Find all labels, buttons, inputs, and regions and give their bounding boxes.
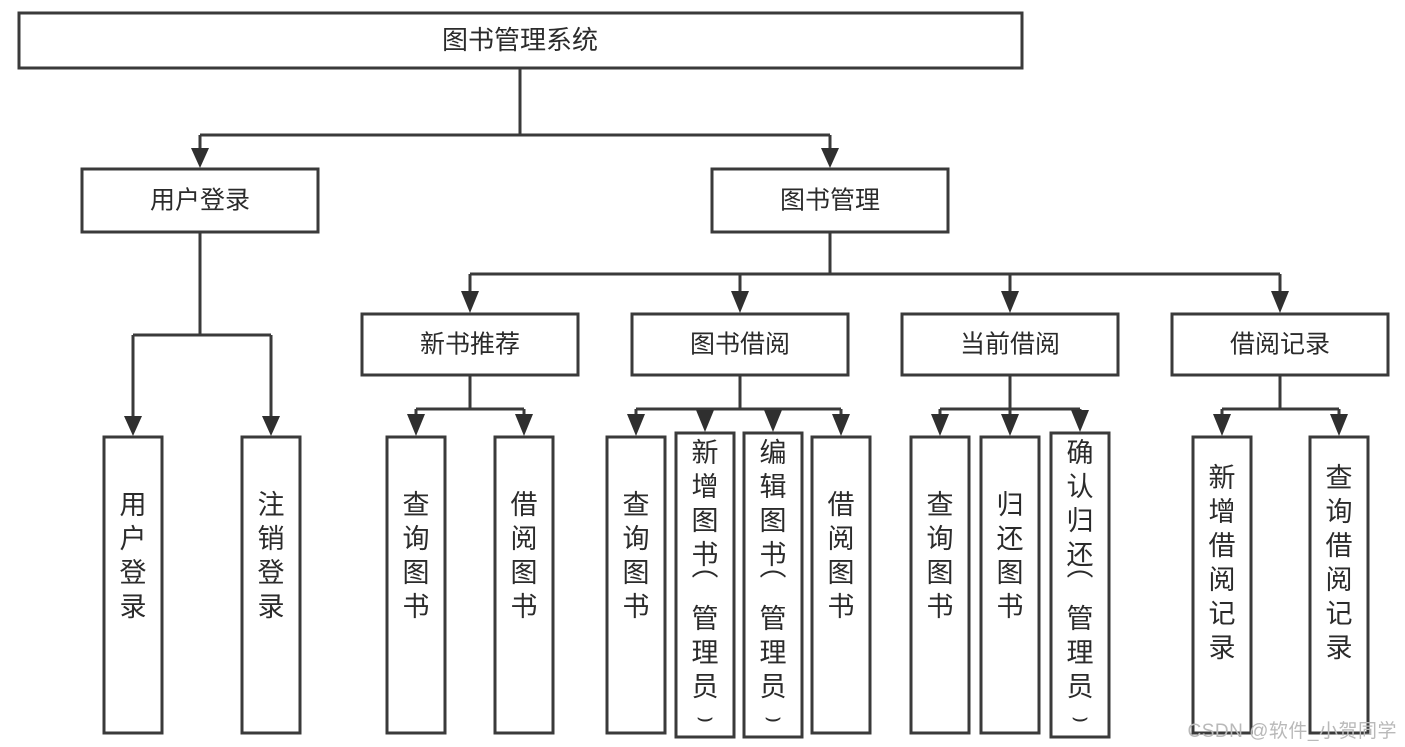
node-root-box[interactable] [17, 11, 1024, 70]
leaf-current-borrow-query-box[interactable] [909, 435, 971, 735]
leaf-new-book-query-label: 查询图书 [403, 490, 430, 622]
arrowhead-currentborrow-leaf2 [1001, 414, 1019, 436]
leaf-book-borrow-borrow[interactable]: 借阅图书 [810, 435, 872, 735]
arrowhead-leaf-logout [262, 416, 280, 436]
arrowhead-borrowrecords-leaf1 [1213, 414, 1231, 436]
leaf-user-login-login[interactable]: 用户登录 [102, 435, 164, 735]
leaf-book-borrow-add-label: 新增图书⌒管理员⌣ [692, 438, 719, 732]
arrowhead-borrow-records [1271, 291, 1289, 313]
node-book-management-box[interactable] [710, 167, 950, 234]
leaf-new-book-borrow[interactable]: 借阅图书 [493, 435, 555, 735]
arrowhead-bookborrow-leaf1 [627, 414, 645, 436]
leaf-book-borrow-edit[interactable]: 编辑图书⌒管理员⌣ [742, 431, 804, 739]
arrowhead-bookborrow-leaf4 [832, 414, 850, 436]
node-borrow-records-label: 借阅记录 [1230, 331, 1330, 359]
node-user-login[interactable]: 用户登录 [80, 167, 320, 234]
arrowhead-new-book [461, 291, 479, 313]
arrowhead-newbook-leaf2 [515, 414, 533, 436]
leaf-borrow-records-query-label: 查询借阅记录 [1326, 463, 1353, 663]
leaf-book-borrow-query-box[interactable] [605, 435, 667, 735]
node-book-management-label: 图书管理 [780, 187, 880, 215]
leaf-book-borrow-edit-label: 编辑图书⌒管理员⌣ [760, 438, 787, 732]
node-book-management[interactable]: 图书管理 [710, 167, 950, 234]
node-user-login-box[interactable] [80, 167, 320, 234]
leaf-book-borrow-query-label: 查询图书 [623, 490, 650, 622]
node-new-book-recommend-label: 新书推荐 [420, 331, 520, 359]
node-new-book-recommend-box[interactable] [360, 312, 580, 377]
leaf-current-borrow-query[interactable]: 查询图书 [909, 435, 971, 735]
leaf-new-book-query-box[interactable] [385, 435, 447, 735]
node-borrow-records-box[interactable] [1170, 312, 1390, 377]
node-book-borrow[interactable]: 图书借阅 [630, 312, 850, 377]
leaf-new-book-borrow-label: 借阅图书 [511, 490, 538, 622]
leaf-book-borrow-borrow-box[interactable] [810, 435, 872, 735]
node-new-book-recommend[interactable]: 新书推荐 [360, 312, 580, 377]
leaf-current-borrow-confirm-box[interactable] [1049, 431, 1111, 739]
node-current-borrow-box[interactable] [900, 312, 1120, 377]
leaf-user-login-logout-box[interactable] [240, 435, 302, 735]
node-borrow-records[interactable]: 借阅记录 [1170, 312, 1390, 377]
leaf-book-borrow-add[interactable]: 新增图书⌒管理员⌣ [674, 431, 736, 739]
node-root-label: 图书管理系统 [442, 25, 598, 55]
node-current-borrow[interactable]: 当前借阅 [900, 312, 1120, 377]
arrowhead-current-borrow [1001, 291, 1019, 313]
leaf-user-login-logout-label: 注销登录 [258, 490, 285, 622]
arrowhead-book-borrow [731, 291, 749, 313]
connector-layer [124, 68, 1348, 436]
leaf-borrow-records-add-label: 新增借阅记录 [1209, 463, 1236, 663]
arrowhead-currentborrow-leaf1 [931, 414, 949, 436]
leaf-user-login-logout[interactable]: 注销登录 [240, 435, 302, 735]
leaf-user-login-login-box[interactable] [102, 435, 164, 735]
leaf-new-book-query[interactable]: 查询图书 [385, 435, 447, 735]
node-book-borrow-label: 图书借阅 [690, 331, 790, 359]
leaf-book-borrow-borrow-label: 借阅图书 [828, 490, 855, 622]
node-current-borrow-label: 当前借阅 [960, 331, 1060, 359]
leaf-borrow-records-add-box[interactable] [1191, 435, 1253, 735]
leaf-borrow-records-query-box[interactable] [1308, 435, 1370, 735]
leaf-current-borrow-confirm-label: 确认归还⌒管理员⌣ [1067, 438, 1094, 732]
leaf-book-borrow-add-box[interactable] [674, 431, 736, 739]
node-book-borrow-box[interactable] [630, 312, 850, 377]
arrowhead-leaf-user-login [124, 416, 142, 436]
leaf-user-login-login-label: 用户登录 [120, 490, 147, 622]
leaf-current-borrow-confirm[interactable]: 确认归还⌒管理员⌣ [1049, 431, 1111, 739]
leaf-book-borrow-edit-box[interactable] [742, 431, 804, 739]
arrowhead-borrowrecords-leaf2 [1330, 414, 1348, 436]
node-root[interactable]: 图书管理系统 [17, 11, 1024, 70]
arrowhead-currentborrow-leaf3 [1071, 410, 1089, 432]
arrowhead-newbook-leaf1 [407, 414, 425, 436]
arrowhead-bookborrow-leaf2 [696, 410, 714, 432]
leaf-current-borrow-return-label: 归还图书 [997, 490, 1024, 622]
arrowhead-book-manage [821, 148, 839, 168]
leaf-borrow-records-query[interactable]: 查询借阅记录 [1308, 435, 1370, 735]
arrowhead-bookborrow-leaf3 [764, 410, 782, 432]
leaf-new-book-borrow-box[interactable] [493, 435, 555, 735]
leaf-book-borrow-query[interactable]: 查询图书 [605, 435, 667, 735]
node-user-login-label: 用户登录 [150, 187, 250, 215]
leaf-current-borrow-return-box[interactable] [979, 435, 1041, 735]
leaf-current-borrow-query-label: 查询图书 [927, 490, 954, 622]
leaf-borrow-records-add[interactable]: 新增借阅记录 [1191, 435, 1253, 735]
leaf-current-borrow-return[interactable]: 归还图书 [979, 435, 1041, 735]
arrowhead-user-login [191, 148, 209, 168]
